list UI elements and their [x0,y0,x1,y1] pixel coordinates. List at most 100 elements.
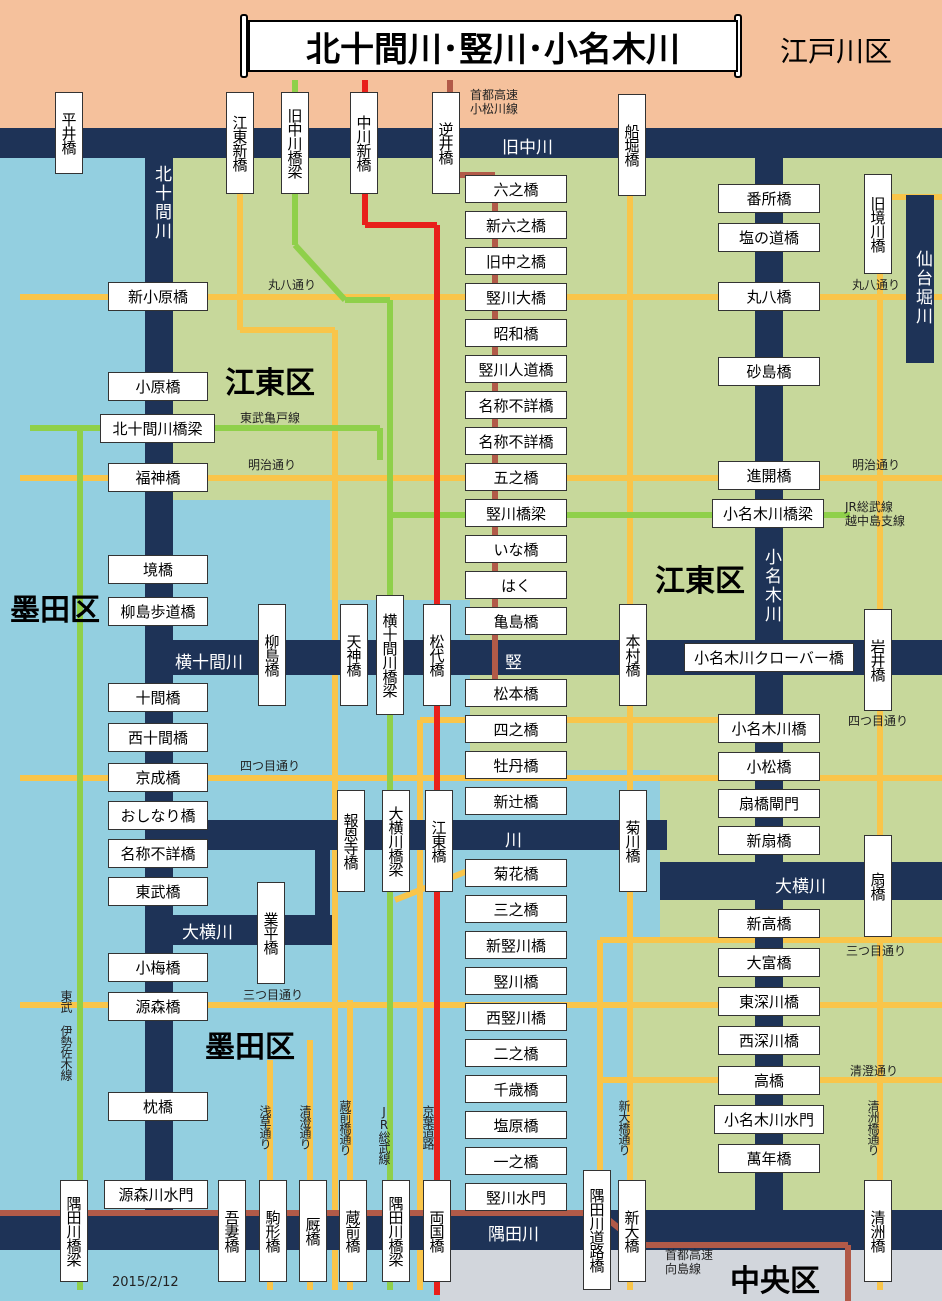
bridge-koharabashi[interactable]: 小原橋 [108,372,208,401]
bridge-tatekawabashi[interactable]: 竪川橋 [465,967,567,995]
bridge-shinogibashi[interactable]: 新扇橋 [718,826,820,855]
bridge-sumidagawa-doro[interactable]: 隅田川道路橋 [583,1170,611,1290]
bridge-kyunakagawa-kyoryo[interactable]: 旧中川橋梁 [281,92,309,194]
bridge-tenjinbashi[interactable]: 天神橋 [340,604,368,706]
bridge-tatekawa-kyoryo[interactable]: 竪川橋梁 [465,499,567,527]
bridge-iwaibashi[interactable]: 岩井橋 [864,609,892,711]
label-keiyo: 京葉道路 [421,1105,435,1149]
bridge-tobubashi[interactable]: 東武橋 [108,877,208,906]
bridge-kotoshinbashi[interactable]: 江東新橋 [226,92,254,194]
bridge-ichinohashi[interactable]: 一之橋 [465,1147,567,1175]
bridge-azumabashi[interactable]: 吾妻橋 [218,1180,246,1282]
river-onagigawa: 小名木川 [761,548,781,624]
bridge-yanagishimabashi[interactable]: 柳島橋 [258,604,286,706]
bridge-nakagawa-shinbashi[interactable]: 中川新橋 [350,92,378,194]
bridge-onagigawabashi[interactable]: 小名木川橋 [718,714,820,743]
bridge-motomurabashi[interactable]: 本村橋 [619,604,647,706]
bridge-komagatabashi[interactable]: 駒形橋 [259,1180,287,1282]
bridge-rokunohashi[interactable]: 六之橋 [465,175,567,203]
bridge-inabashi[interactable]: いな橋 [465,535,567,563]
river-oyokogawa-right: 大横川 [775,877,826,897]
bridge-tatekawa-suimon[interactable]: 竪川水門 [465,1183,567,1211]
bridge-hoonjibashi[interactable]: 報恩寺橋 [337,790,365,892]
bridge-shinohashi[interactable]: 新大橋 [618,1180,646,1282]
bridge-onagigawa-clover[interactable]: 小名木川クローバー橋 [684,643,854,672]
bridge-sunamurabashi[interactable]: 砂島橋 [718,357,820,386]
bridge-ogikomon[interactable]: 扇橋閘門 [718,789,820,818]
bridge-kuramaebashi[interactable]: 蔵前橋 [339,1180,367,1282]
bridge-sumidagawa-kyoryo-r[interactable]: 隅田川橋梁 [382,1180,410,1282]
bridge-sakaibashi[interactable]: 逆井橋 [432,92,460,194]
bridge-mannenbashi[interactable]: 萬年橋 [718,1144,820,1173]
ward-chuo: 中央区 [730,1264,820,1299]
bridge-ogibashi[interactable]: 扇橋 [864,835,892,937]
bridge-genmoribashi[interactable]: 源森橋 [108,992,208,1021]
bridge-hakubashi[interactable]: はく [465,571,567,599]
bridge-kiyosubashi[interactable]: 清洲橋 [864,1180,892,1282]
bridge-shiobarabashi[interactable]: 塩原橋 [465,1111,567,1139]
bridge-kikuhanabashi[interactable]: 菊花橋 [465,859,567,887]
bridge-hiraibashi[interactable]: 平井橋 [55,92,83,174]
label-kiyosumi: 清澄通り [850,1064,899,1078]
label-maruhachi-right: 丸八通り [852,278,901,292]
bridge-nishijukkenbashi[interactable]: 西十間橋 [108,723,208,752]
bridge-oshinaribashi[interactable]: おしなり橋 [108,801,208,830]
bridge-nishitatekawabashi[interactable]: 西竪川橋 [465,1003,567,1031]
bridge-funaboribashi[interactable]: 船堀橋 [618,94,646,196]
bridge-maruhachibashi[interactable]: 丸八橋 [718,282,820,311]
bridge-meisho-fusho-1[interactable]: 名称不詳橋 [465,391,567,419]
bridge-shinkaibashi[interactable]: 進開橋 [718,461,820,490]
bridge-tatekawaohashi[interactable]: 竪川大橋 [465,283,567,311]
bridge-koumebashi[interactable]: 小梅橋 [108,953,208,982]
bridge-shintsujibashi[interactable]: 新辻橋 [465,787,567,815]
bridge-ninohashi[interactable]: 二之橋 [465,1039,567,1067]
bridge-kitajukkengawa-kyoryo[interactable]: 北十間川橋梁 [100,414,215,443]
bridge-shintatekawabashi[interactable]: 新竪川橋 [465,931,567,959]
bridge-showabashi[interactable]: 昭和橋 [465,319,567,347]
bridge-matsuyobashi[interactable]: 松代橋 [423,604,451,706]
bridge-chitosebashi[interactable]: 千歳橋 [465,1075,567,1103]
ward-edogawa: 江戸川区 [780,35,893,68]
bridge-meisho-fusho-3[interactable]: 名称不詳橋 [108,839,208,868]
bridge-kikukawabashi[interactable]: 菊川橋 [619,790,647,892]
bridge-kameshimabashi[interactable]: 亀島橋 [465,607,567,635]
bridge-genmorigawa-suimon[interactable]: 源森川水門 [104,1180,208,1209]
bridge-sannohashi[interactable]: 三之橋 [465,895,567,923]
bridge-yokojukkengawa-kyoryo[interactable]: 横十間川橋梁 [376,595,404,715]
label-kiyosubashi-dori: 清洲橋通り [866,1100,880,1155]
bridge-kyunakanohashi[interactable]: 旧中之橋 [465,247,567,275]
bridge-ryogokubashi[interactable]: 両国橋 [423,1180,451,1282]
bridge-kotobashi[interactable]: 江東橋 [425,790,453,892]
bridge-shinrokunohashi[interactable]: 新六之橋 [465,211,567,239]
bridge-meisho-fusho-2[interactable]: 名称不詳橋 [465,427,567,455]
bridge-makurabashi[interactable]: 枕橋 [108,1092,208,1121]
bridge-nishifukagawabashi[interactable]: 西深川橋 [718,1026,820,1055]
bridge-higashifukagawabashi[interactable]: 東深川橋 [718,987,820,1016]
bridge-shinkoharabashi[interactable]: 新小原橋 [108,282,208,311]
bridge-onagigawa-suimon[interactable]: 小名木川水門 [714,1105,824,1134]
bridge-gonohashi[interactable]: 五之橋 [465,463,567,491]
bridge-sumidagawa-kyoryo-l[interactable]: 隅田川橋梁 [60,1180,88,1282]
bridge-takabashi[interactable]: 高橋 [718,1066,820,1095]
bridge-botanbashi[interactable]: 牡丹橋 [465,751,567,779]
bridge-shionomichi[interactable]: 塩の道橋 [718,223,820,252]
bridge-kyusakaigawabashi[interactable]: 旧境川橋 [864,174,892,274]
bridge-onagigawa-kyoryo[interactable]: 小名木川橋梁 [712,499,824,528]
bridge-shintakabashi[interactable]: 新高橋 [718,909,820,938]
bridge-otomibashi[interactable]: 大富橋 [718,948,820,977]
bridge-yanagishima-hodo[interactable]: 柳島歩道橋 [108,597,208,626]
bridge-jukkenbashi[interactable]: 十間橋 [108,683,208,712]
bridge-fukujinbashi[interactable]: 福神橋 [108,463,208,492]
bridge-tatekawa-jindo[interactable]: 竪川人道橋 [465,355,567,383]
bridge-keiseibashi[interactable]: 京成橋 [108,763,208,792]
bridge-umayabashi[interactable]: 厩橋 [299,1180,327,1282]
river-oyokogawa-left: 大横川 [182,923,233,943]
bridge-komatsubashi[interactable]: 小松橋 [718,752,820,781]
bridge-yonnohashi[interactable]: 四之橋 [465,715,567,743]
bridge-bansho[interactable]: 番所橋 [718,184,820,213]
ward-koto-left: 江東区 [225,366,315,401]
bridge-sakaibashi2[interactable]: 境橋 [108,555,208,584]
bridge-matsumotobashi[interactable]: 松本橋 [465,679,567,707]
bridge-oyokogawa-kyoryo[interactable]: 大横川橋梁 [382,790,410,892]
bridge-narihirabashi[interactable]: 業平橋 [257,882,285,984]
